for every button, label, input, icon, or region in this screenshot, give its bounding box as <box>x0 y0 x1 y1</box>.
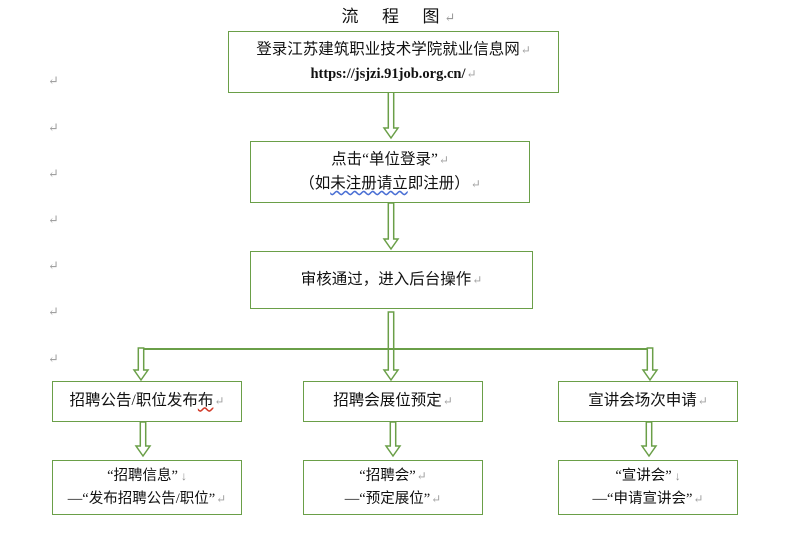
job-posting-flagged: 布 <box>197 392 214 410</box>
unit-login-text: 点击“单位登录” <box>331 150 438 168</box>
arrow-step3-to-branch-center <box>382 311 400 382</box>
paragraph-mark-icon: ↵ <box>472 272 483 287</box>
unit-login-line-1: 点击“单位登录”↵ <box>331 148 449 172</box>
job-posting-box[interactable]: 招聘公告/职位发布布↵ <box>52 381 242 422</box>
approval-box[interactable]: 审核通过，进入后台操作↵ <box>250 251 533 309</box>
arrow-step1-to-step2 <box>382 91 400 140</box>
paragraph-mark-icon: ↵ <box>48 304 59 319</box>
line-break-mark-icon: ↓ <box>674 469 681 484</box>
info-session-path-line-2: —“申请宣讲会”↵ <box>593 488 704 510</box>
arrow-step3-to-branch-left <box>132 347 150 382</box>
career-fair-path-text-1: “招聘会” <box>359 468 416 485</box>
paragraph-mark-icon: ↵ <box>214 394 225 409</box>
arrow-branch-left-to-leaf-left <box>134 421 152 458</box>
job-posting-path-box[interactable]: “招聘信息”↓ —“发布招聘公告/职位”↵ <box>52 460 242 515</box>
job-posting-path-line-1: “招聘信息”↓ <box>107 465 187 487</box>
paragraph-mark-icon: ↵ <box>48 258 59 273</box>
info-session-path-text-2: —“申请宣讲会” <box>592 490 693 507</box>
paragraph-mark-icon: ↵ <box>48 120 59 135</box>
career-fair-path-line-1: “招聘会”↵ <box>359 465 426 487</box>
info-session-apply-box[interactable]: 宣讲会场次申请↵ <box>558 381 738 422</box>
login-site-box[interactable]: 登录江苏建筑职业技术学院就业信息网↵ https://jsjzi.91job.o… <box>228 31 559 93</box>
paragraph-mark-icon: ↵ <box>693 491 704 506</box>
career-fair-booth-line-1: 招聘会展位预定↵ <box>333 389 453 413</box>
paragraph-mark-icon: ↵ <box>466 67 477 81</box>
line-break-mark-icon: ↓ <box>180 469 187 484</box>
unit-login-line-2: （如未注册请立即注册）↵ <box>299 172 481 196</box>
login-site-line-1: 登录江苏建筑职业技术学院就业信息网↵ <box>256 38 531 62</box>
page-title: 流 程 图↵ <box>0 2 797 27</box>
info-session-path-box[interactable]: “宣讲会”↓ —“申请宣讲会”↵ <box>558 460 738 515</box>
arrow-branch-center-to-leaf-center <box>384 421 402 458</box>
job-posting-text: 招聘公告/职位发布 <box>69 392 198 410</box>
unit-login-box[interactable]: 点击“单位登录”↵ （如未注册请立即注册）↵ <box>250 141 530 203</box>
paragraph-mark-icon: ↵ <box>431 491 442 506</box>
arrow-step3-to-branch-right <box>641 347 659 382</box>
paragraph-mark-icon: ↵ <box>520 42 531 57</box>
arrow-step2-to-step3 <box>382 202 400 251</box>
paragraph-mark-icon: ↵ <box>470 177 481 191</box>
login-site-url: https://jsjzi.91job.org.cn/ <box>310 66 466 82</box>
career-fair-booth-box[interactable]: 招聘会展位预定↵ <box>303 381 483 422</box>
paragraph-mark-icon: ↵ <box>48 351 59 366</box>
paragraph-mark-icon: ↵ <box>444 10 456 25</box>
paragraph-mark-icon: ↵ <box>442 394 453 409</box>
job-posting-path-line-2: —“发布招聘公告/职位”↵ <box>68 488 226 510</box>
paragraph-mark-icon: ↵ <box>48 166 59 181</box>
career-fair-path-box[interactable]: “招聘会”↵ —“预定展位”↵ <box>303 460 483 515</box>
info-session-path-text-1: “宣讲会” <box>615 468 672 485</box>
register-hint-prefix: （如 <box>299 175 331 192</box>
paragraph-mark-icon: ↵ <box>48 73 59 88</box>
register-hint-suffix: 即注册） <box>407 175 470 192</box>
info-session-apply-text: 宣讲会场次申请 <box>588 392 697 410</box>
paragraph-mark-icon: ↵ <box>216 491 227 506</box>
job-posting-path-text-1: “招聘信息” <box>107 468 178 485</box>
login-site-line-2: https://jsjzi.91job.org.cn/↵ <box>310 62 476 86</box>
job-posting-line-1: 招聘公告/职位发布布↵ <box>70 389 225 413</box>
register-hint-flagged: 未注册请立 <box>330 175 408 192</box>
login-site-text: 登录江苏建筑职业技术学院就业信息网 <box>256 40 520 58</box>
job-posting-path-text-2: —“发布招聘公告/职位” <box>67 490 216 507</box>
paragraph-mark-icon: ↵ <box>48 212 59 227</box>
arrow-branch-right-to-leaf-right <box>640 421 658 458</box>
career-fair-booth-text: 招聘会展位预定 <box>333 392 442 410</box>
paragraph-mark-icon: ↵ <box>416 469 427 484</box>
career-fair-path-line-2: —“预定展位”↵ <box>345 488 441 510</box>
branch-horizontal-bar <box>140 348 650 350</box>
page-title-text: 流 程 图 <box>341 7 445 26</box>
paragraph-mark-icon: ↵ <box>697 394 708 409</box>
paragraph-mark-icon: ↵ <box>438 152 449 167</box>
career-fair-path-text-2: —“预定展位” <box>344 490 431 507</box>
info-session-path-line-1: “宣讲会”↓ <box>615 465 680 487</box>
info-session-apply-line-1: 宣讲会场次申请↵ <box>588 389 708 413</box>
approval-line-1: 审核通过，进入后台操作↵ <box>301 268 483 292</box>
approval-text: 审核通过，进入后台操作 <box>300 270 472 288</box>
